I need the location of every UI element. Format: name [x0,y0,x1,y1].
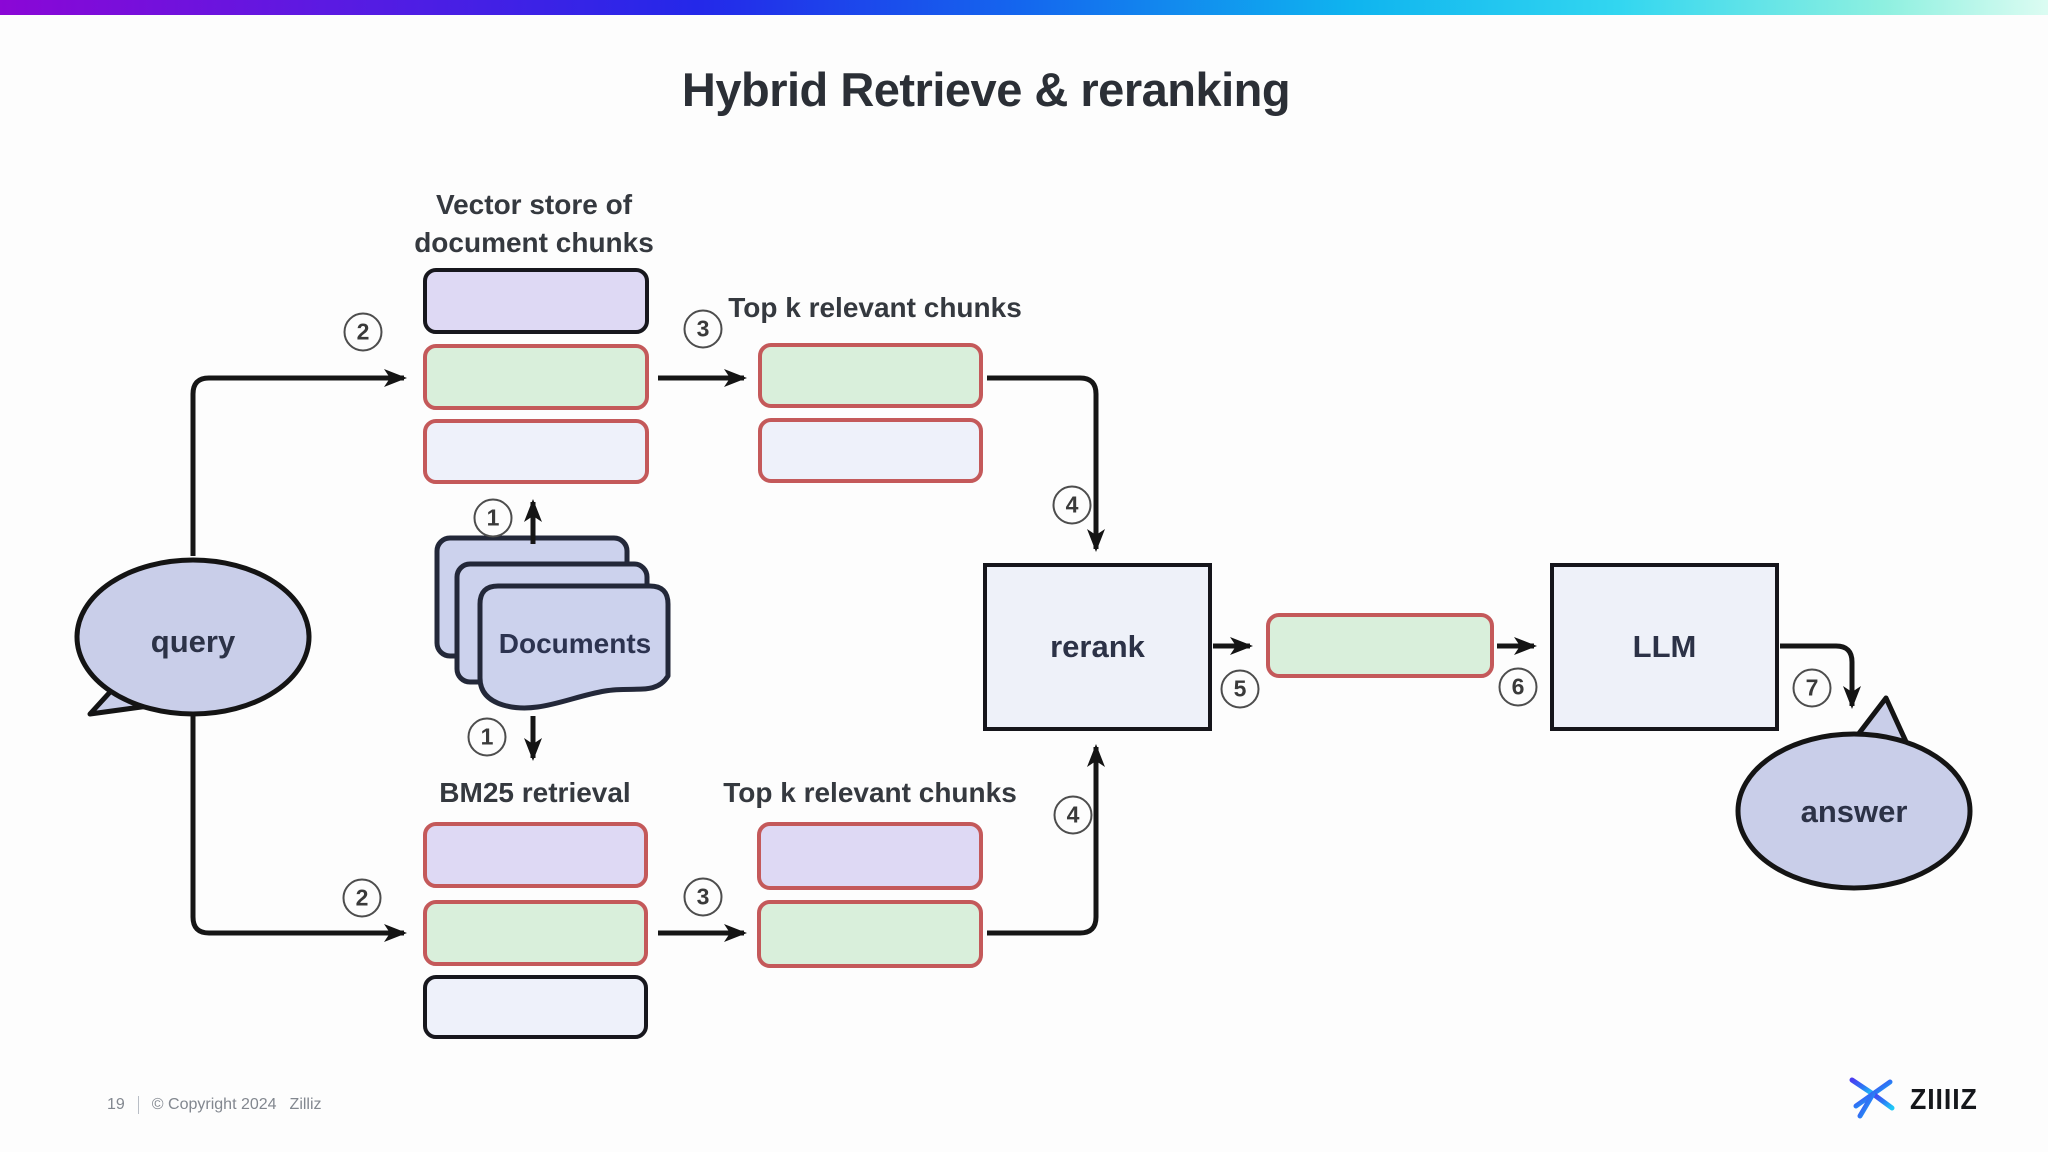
zilliz-logo: ZIIIIZ [1846,1072,1984,1128]
step-badge-context-to-llm: 6 [1498,667,1538,707]
vector-store-chunk-1 [423,268,649,334]
llm-label: LLM [1632,629,1697,664]
step-badge-bm25-in: 2 [342,878,382,918]
arrow-llm-to-answer [1780,643,1861,709]
slide-title: Hybrid Retrieve & reranking [681,63,1291,116]
zilliz-star-icon [1849,1073,1899,1125]
footer-page-number: 19 [107,1096,125,1113]
step-badge-bm25-out: 3 [683,877,723,917]
footer-divider [137,1096,139,1114]
arrow-topk-to-rerank-bottom [987,744,1105,936]
topk-lower-label: Top k relevant chunks [723,777,1017,808]
bm25-chunk-3 [423,975,648,1039]
step-badge-vector-out: 3 [683,309,723,349]
llm-box: LLM [1550,563,1779,731]
bm25-chunk-2 [423,900,648,966]
step-badge-upper-to-rerank: 4 [1052,485,1092,525]
footer-copyright: © Copyright 2024 [151,1096,277,1113]
step-badge-embed-down: 1 [467,717,507,757]
documents-label: Documents [498,628,652,659]
topk-upper-chunk-1 [758,343,983,408]
bm25-chunk-1 [423,822,648,888]
step-badge-llm-to-answer: 7 [1792,668,1832,708]
step-badge-vector-in: 2 [343,312,383,352]
answer-bubble-shape [1735,695,1973,891]
query-bubble-shape [74,557,312,717]
arrow-query-to-vector-store [190,369,407,556]
arrow-topk-to-rerank-top [987,375,1105,552]
footer-company: Zilliz [289,1096,322,1113]
rerank-box: rerank [983,563,1212,731]
step-badge-lower-to-rerank: 4 [1053,795,1093,835]
documents-stack-shape [434,535,671,711]
footer: 19 © Copyright 2024 Zilliz [107,1096,322,1114]
topk-lower-chunk-2 [757,900,983,968]
bm25-label: BM25 retrieval [439,777,631,808]
zilliz-wordmark: ZIIIIZ [1910,1083,1978,1116]
reranked-context-chunk [1266,613,1494,678]
topk-upper-label: Top k relevant chunks [728,292,1022,323]
step-badge-embed-up: 1 [473,498,513,538]
arrow-query-to-bm25 [190,716,407,942]
top-gradient-bar [0,0,2048,15]
topk-lower-chunk-1 [757,822,983,890]
flow-arrows [190,369,1861,942]
topk-upper-chunk-2 [758,418,983,483]
query-label: query [150,624,236,659]
step-badge-rerank-out: 5 [1220,669,1260,709]
vector-store-chunk-2 [423,344,649,410]
vector-store-label: Vector store of document chunks [414,189,654,258]
vector-store-chunk-3 [423,419,649,484]
rerank-label: rerank [1050,629,1145,664]
answer-label: answer [1800,794,1908,829]
